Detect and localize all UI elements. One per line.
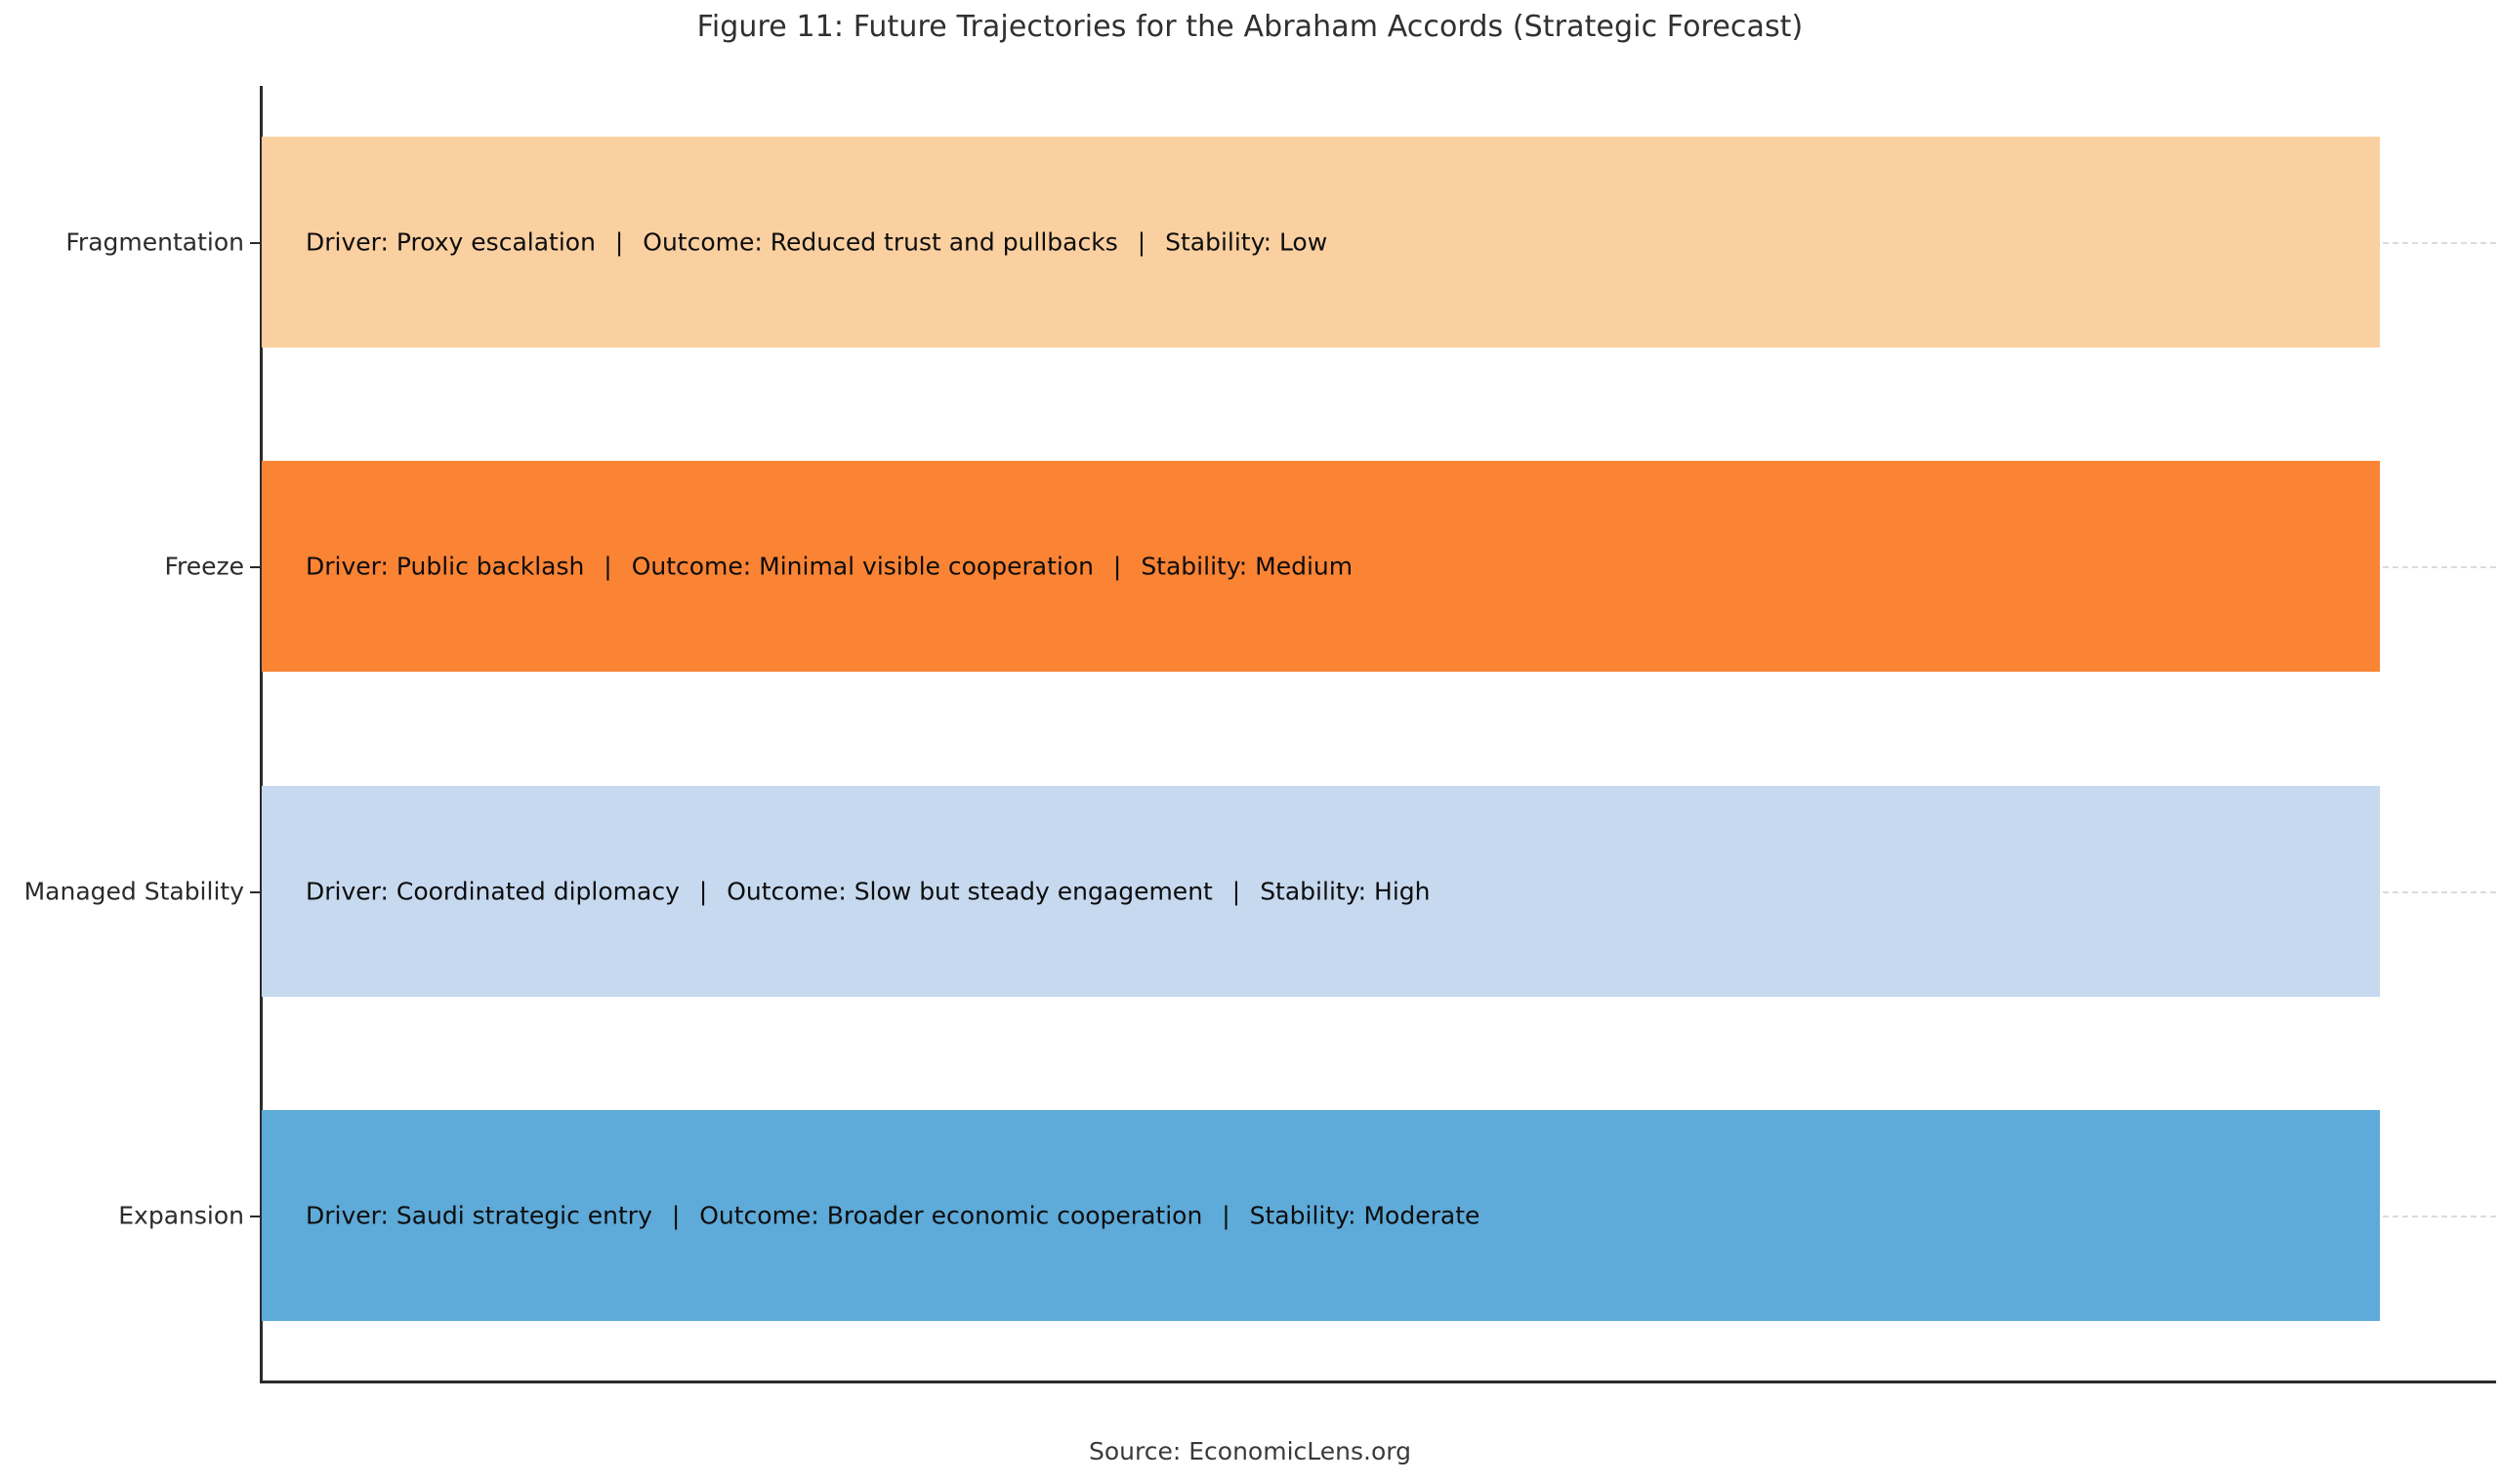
bar-expansion[interactable]: Driver: Saudi strategic entry | Outcome:… xyxy=(262,1110,2380,1321)
page-title: Figure 11: Future Trajectories for the A… xyxy=(696,10,1804,44)
bar-stability-managed-stability: Stability: High xyxy=(1260,877,1431,906)
ytick-mark-expansion xyxy=(250,1216,262,1217)
bar-annotation-fragmentation: Driver: Proxy escalation | Outcome: Redu… xyxy=(306,230,1327,255)
bar-separator: | xyxy=(671,1201,681,1230)
bar-separator: | xyxy=(614,227,624,257)
ytick-mark-managed-stability xyxy=(250,891,262,893)
bar-outcome-managed-stability: Outcome: Slow but steady engagement xyxy=(727,877,1213,906)
bar-separator: | xyxy=(1231,877,1241,906)
ytick-label-expansion: Expansion xyxy=(118,1201,244,1230)
bar-managed-stability[interactable]: Driver: Coordinated diplomacy | Outcome:… xyxy=(262,786,2380,997)
bar-separator: | xyxy=(604,552,612,581)
plot-area: Driver: Proxy escalation | Outcome: Redu… xyxy=(24,86,2496,1383)
bar-driver-freeze: Driver: Public backlash xyxy=(306,552,585,581)
bar-driver-fragmentation: Driver: Proxy escalation xyxy=(306,227,596,257)
bar-separator: | xyxy=(1137,227,1146,257)
bar-driver-managed-stability: Driver: Coordinated diplomacy xyxy=(306,877,680,906)
ytick-label-fragmentation: Fragmentation xyxy=(65,227,244,257)
bar-outcome-freeze: Outcome: Minimal visible cooperation xyxy=(631,552,1094,581)
bar-annotation-freeze: Driver: Public backlash | Outcome: Minim… xyxy=(306,555,1353,579)
bar-separator: | xyxy=(698,877,708,906)
bar-separator: | xyxy=(1112,552,1122,581)
bar-outcome-expansion: Outcome: Broader economic cooperation xyxy=(699,1201,1203,1230)
ytick-label-managed-stability: Managed Stability xyxy=(23,877,244,906)
bar-outcome-fragmentation: Outcome: Reduced trust and pullbacks xyxy=(643,227,1118,257)
bar-driver-expansion: Driver: Saudi strategic entry xyxy=(306,1201,652,1230)
bar-annotation-managed-stability: Driver: Coordinated diplomacy | Outcome:… xyxy=(306,880,1431,904)
bar-stability-fragmentation: Stability: Low xyxy=(1165,227,1328,257)
ytick-label-freeze: Freeze xyxy=(164,552,244,581)
bar-annotation-expansion: Driver: Saudi strategic entry | Outcome:… xyxy=(306,1204,1479,1228)
ytick-mark-fragmentation xyxy=(250,242,262,244)
x-axis-spine xyxy=(260,1381,2496,1383)
bar-freeze[interactable]: Driver: Public backlash | Outcome: Minim… xyxy=(262,461,2380,672)
y-axis-spine xyxy=(260,86,263,1381)
bar-fragmentation[interactable]: Driver: Proxy escalation | Outcome: Redu… xyxy=(262,137,2380,348)
source-note: Source: EconomicLens.org xyxy=(1089,1437,1411,1465)
bar-stability-expansion: Stability: Moderate xyxy=(1249,1201,1480,1230)
bar-stability-freeze: Stability: Medium xyxy=(1141,552,1354,581)
ytick-mark-freeze xyxy=(250,566,262,568)
bar-separator: | xyxy=(1222,1201,1230,1230)
